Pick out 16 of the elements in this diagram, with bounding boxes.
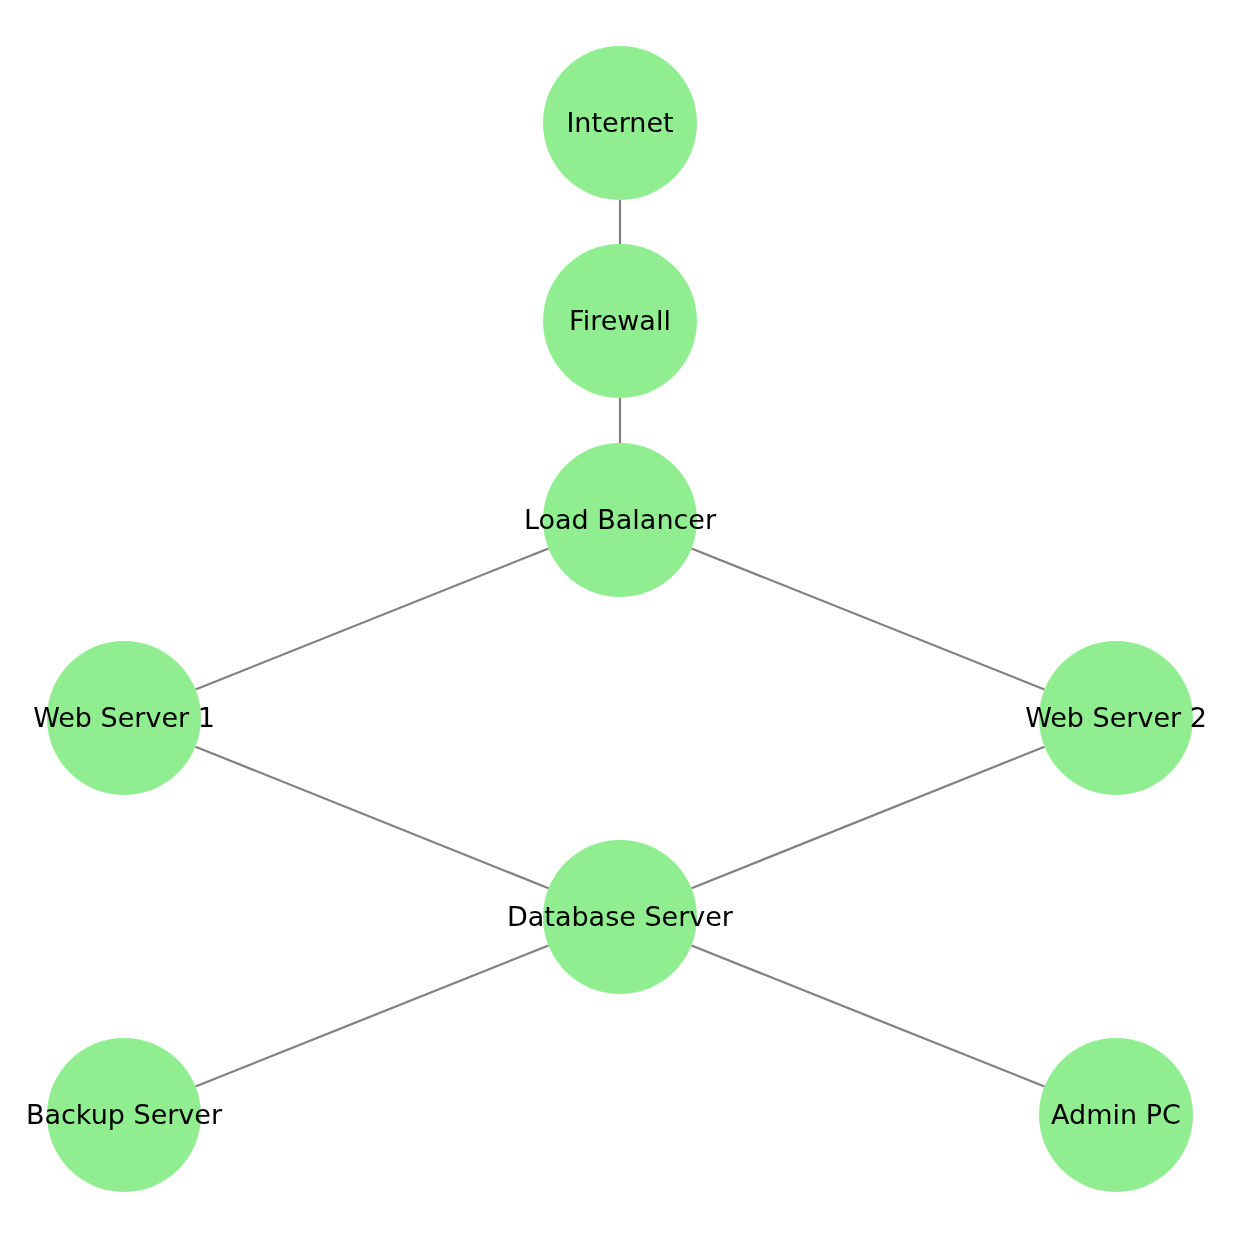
connector-line	[691, 745, 1045, 890]
node-label: Admin PC	[1051, 1099, 1181, 1131]
node-label: Firewall	[569, 305, 671, 337]
node-label: Load Balancer	[523, 504, 717, 536]
connector-line	[691, 944, 1045, 1088]
connector-line	[195, 745, 549, 890]
node-label: Web Server 2	[1025, 702, 1207, 734]
connector-line	[691, 547, 1045, 691]
node-label: Database Server	[507, 901, 733, 933]
connector-line	[618, 200, 622, 244]
node-label: Internet	[566, 107, 674, 139]
connector-line	[195, 944, 549, 1088]
connector-line	[618, 398, 622, 443]
node-label: Web Server 1	[33, 702, 215, 734]
node-label: Backup Server	[25, 1099, 223, 1131]
connector-line	[195, 547, 549, 691]
